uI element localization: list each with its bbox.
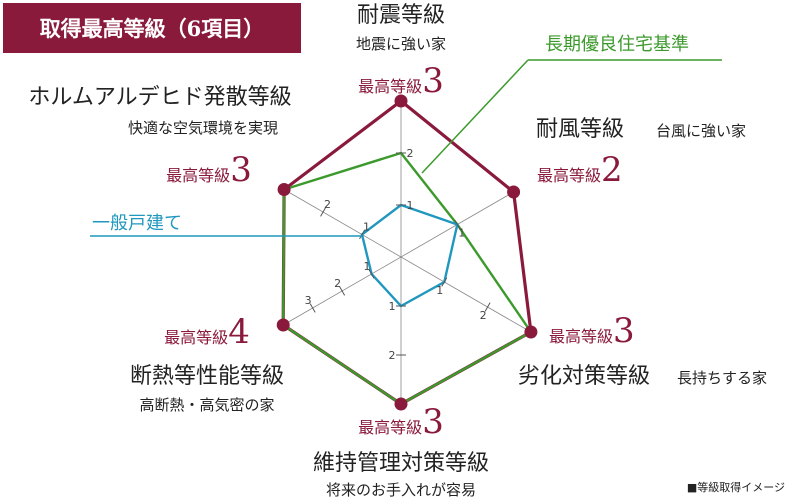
axis-sublabel-5: 高断熱・高気密の家 bbox=[139, 396, 274, 414]
grade-number: 3 bbox=[230, 150, 252, 190]
axis-sublabel-3: 長持ちする家 bbox=[677, 369, 767, 387]
axis-sublabel-4: 将来のお手入れが容易 bbox=[326, 481, 476, 498]
tick-label: 1 bbox=[407, 199, 414, 212]
max-grade-vertex-5 bbox=[276, 318, 290, 332]
grade-prefix: 最高等級 bbox=[164, 328, 228, 347]
tick-label: 1 bbox=[389, 300, 396, 313]
grade-prefix: 最高等級 bbox=[166, 166, 230, 185]
legend-long-term-label: 長期優良住宅基準 bbox=[545, 34, 689, 55]
header-badge-text: 取得最高等級（6項目） bbox=[40, 16, 265, 41]
axis-sublabel-2: 台風に強い家 bbox=[656, 122, 746, 140]
tick-label: 1 bbox=[363, 221, 370, 234]
tick-mark bbox=[320, 207, 326, 217]
grade-prefix: 最高等級 bbox=[537, 166, 601, 185]
grade-label-3: 最高等級3 bbox=[549, 311, 635, 351]
grade-prefix: 最高等級 bbox=[358, 418, 422, 437]
axis-labels: 耐震等級地震に強い家最高等級3耐風等級台風に強い家最高等級2劣化対策等級長持ちす… bbox=[28, 3, 767, 498]
legend-general-label: 一般戸建て bbox=[92, 213, 182, 234]
axis-label-6: ホルムアルデヒド発散等級 bbox=[28, 85, 291, 110]
radar-ticks: 1 2 1 1 2 1 2 1 2 3 1 2 bbox=[305, 147, 491, 362]
axis-label-5: 断熱等性能等級 bbox=[130, 364, 284, 389]
axis-spoke-3 bbox=[283, 189, 532, 333]
axis-spoke-2 bbox=[283, 191, 514, 326]
grade-number: 3 bbox=[422, 61, 444, 101]
series-long-term-polygon bbox=[281, 151, 533, 406]
grade-label-5: 最高等級4 bbox=[164, 312, 250, 352]
grade-label-6: 最高等級3 bbox=[166, 150, 252, 190]
max-grade-vertex-3 bbox=[524, 325, 538, 339]
tick-mark bbox=[309, 303, 316, 313]
tick-label: 2 bbox=[334, 277, 341, 290]
grade-number: 4 bbox=[228, 312, 250, 352]
axis-sublabel-1: 地震に強い家 bbox=[356, 35, 446, 53]
tick-label: 2 bbox=[480, 309, 487, 322]
tick-mark bbox=[454, 219, 461, 230]
tick-label: 2 bbox=[407, 147, 414, 160]
tick-mark bbox=[368, 269, 375, 279]
axis-label-2: 耐風等級 bbox=[536, 117, 624, 142]
grade-label-2: 最高等級2 bbox=[537, 150, 623, 190]
max-grade-vertex-2 bbox=[507, 185, 521, 199]
axis-label-4: 維持管理対策等級 bbox=[313, 451, 489, 476]
grade-prefix: 最高等級 bbox=[358, 77, 422, 96]
axis-label-3: 劣化対策等級 bbox=[518, 364, 650, 389]
grade-label-1: 最高等級3 bbox=[358, 61, 444, 101]
legend-long-term-leader bbox=[421, 59, 529, 174]
axis-sublabel-6: 快適な空気環境を実現 bbox=[128, 119, 278, 137]
tick-mark bbox=[339, 286, 346, 296]
radar-series bbox=[276, 94, 538, 411]
tick-mark bbox=[359, 229, 365, 240]
grade-number: 3 bbox=[613, 311, 635, 351]
grade-number: 2 bbox=[601, 150, 623, 190]
radar-grid bbox=[283, 101, 532, 404]
max-grade-vertex-4 bbox=[394, 397, 408, 411]
grade-label-4: 最高等級3 bbox=[358, 402, 444, 442]
tick-label: 1 bbox=[458, 226, 465, 239]
tick-mark bbox=[484, 302, 491, 312]
tick-label: 2 bbox=[324, 198, 331, 211]
axis-label-1: 耐震等級 bbox=[357, 3, 445, 28]
tick-label: 3 bbox=[305, 294, 312, 307]
tick-label: 2 bbox=[389, 349, 396, 362]
header-badge-bg bbox=[3, 3, 301, 53]
max-grade-vertex-1 bbox=[394, 94, 408, 108]
max-grade-vertex-6 bbox=[277, 183, 291, 196]
grade-prefix: 最高等級 bbox=[549, 327, 613, 346]
tick-label: 1 bbox=[436, 284, 443, 297]
grade-number: 3 bbox=[422, 402, 444, 442]
footnote: ■等級取得イメージ bbox=[687, 480, 785, 494]
tick-label: 1 bbox=[364, 260, 371, 273]
tick-mark bbox=[441, 277, 448, 287]
